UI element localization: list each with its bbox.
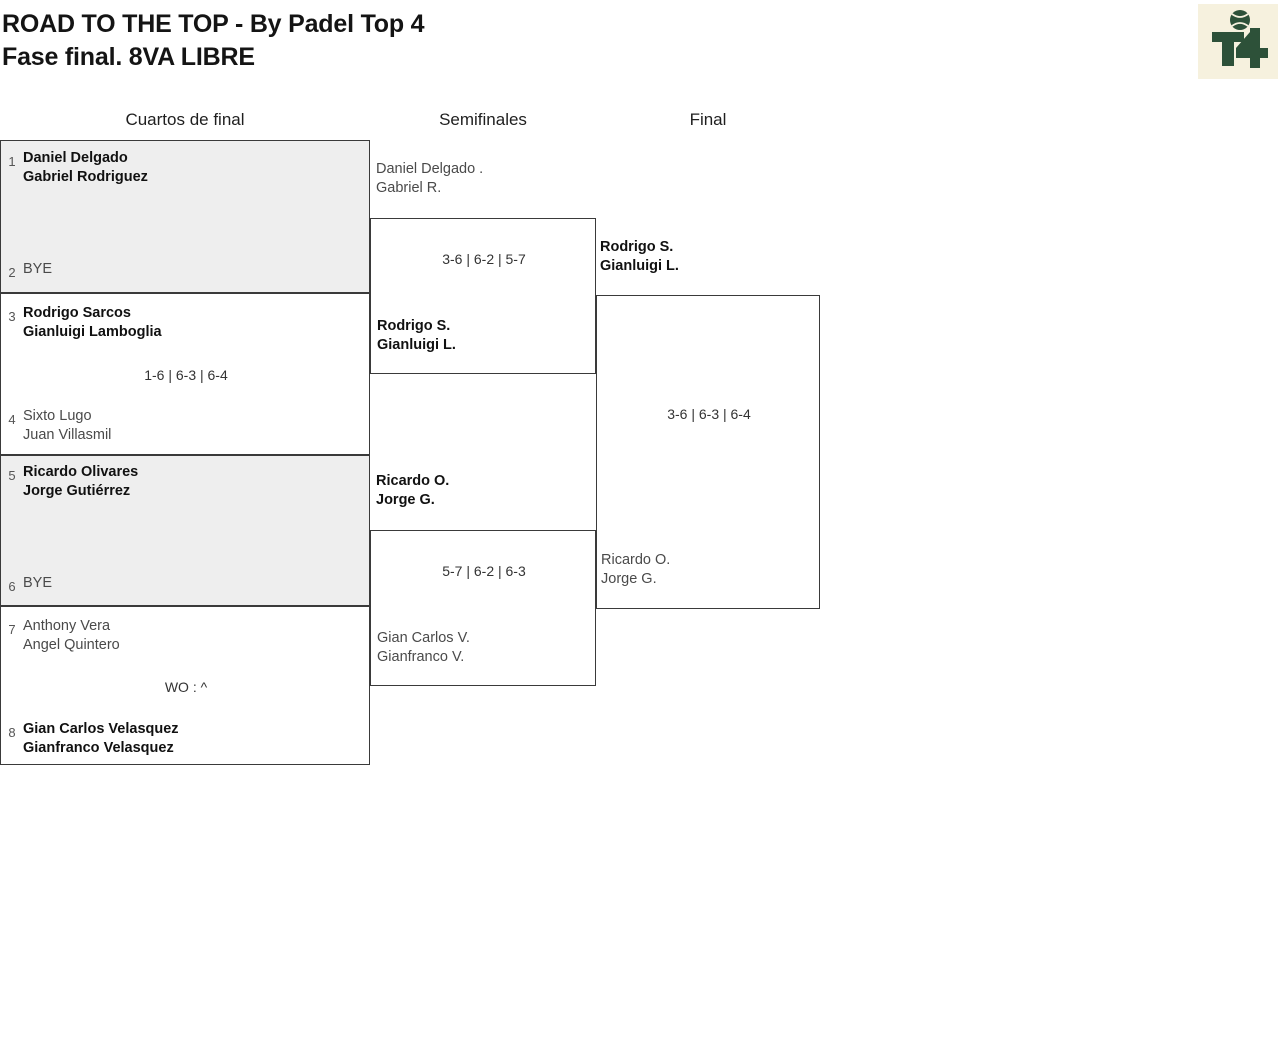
player-name-1: Ricardo Olivares [23, 464, 139, 480]
page-header: ROAD TO THE TOP - By Padel Top 4 Fase fi… [0, 0, 1280, 88]
player-name-1: Rodrigo S. [377, 318, 451, 334]
match-slot-team-top[interactable]: 5 Ricardo Olivares Jorge Gutiérrez [1, 463, 138, 500]
match-slot-team-top[interactable]: 7 Anthony Vera Angel Quintero [1, 617, 120, 654]
match-score: 1-6 | 6-3 | 6-4 [144, 367, 228, 383]
match-score: 3-6 | 6-2 | 5-7 [442, 251, 526, 267]
team-names: Gian Carlos V. Gianfranco V. [377, 629, 470, 666]
player-name-2: Gianfranco V. [377, 648, 465, 665]
team-names: Daniel Delgado . Gabriel R. [376, 160, 483, 197]
player-name-1: Sixto Lugo [23, 408, 92, 424]
match-final[interactable]: 3-6 | 6-3 | 6-4 Ricardo O. Jorge G. [596, 295, 820, 609]
player-name-1: Anthony Vera [23, 618, 111, 634]
player-name-1: Gian Carlos Velasquez [23, 721, 179, 737]
team-names: Daniel Delgado Gabriel Rodriguez [23, 149, 148, 186]
player-name-1: Gian Carlos V. [377, 630, 470, 646]
column-header-quarterfinals: Cuartos de final [125, 110, 245, 129]
seed-number: 2 [8, 265, 16, 280]
page-subtitle: Fase final. 8VA LIBRE [2, 43, 255, 71]
player-name-1: BYE [23, 261, 53, 277]
match-score: WO : ^ [164, 679, 208, 695]
semifinal-2-team-top[interactable]: Ricardo O. Jorge G. [376, 472, 449, 509]
team-names: Gian Carlos Velasquez Gianfranco Velasqu… [23, 720, 179, 757]
team-names: Anthony Vera Angel Quintero [23, 617, 120, 654]
column-header-final: Final [689, 110, 727, 129]
column-header-semifinals: Semifinales [439, 110, 527, 129]
player-name-2: Gianfranco Velasquez [23, 739, 174, 756]
match-slot-team-bottom[interactable]: 4 Sixto Lugo Juan Villasmil [1, 407, 111, 444]
match-slot-team-bottom[interactable]: 8 Gian Carlos Velasquez Gianfranco Velas… [1, 720, 179, 757]
player-name-2: Juan Villasmil [23, 426, 112, 443]
seed-number: 8 [8, 725, 16, 740]
team-names: Rodrigo Sarcos Gianluigi Lamboglia [23, 304, 162, 341]
team-names: Ricardo O. Jorge G. [601, 551, 670, 588]
match-slot-team-bottom[interactable]: Rodrigo S. Gianluigi L. [377, 317, 456, 354]
semifinal-1-team-top[interactable]: Daniel Delgado . Gabriel R. [376, 160, 483, 197]
match-quarterfinal-3[interactable]: 5 Ricardo Olivares Jorge Gutiérrez 6 BYE [0, 455, 370, 606]
seed-number: 7 [8, 622, 16, 637]
seed-number: 5 [8, 468, 16, 483]
player-name-1: Rodrigo Sarcos [23, 305, 131, 321]
match-score: 3-6 | 6-3 | 6-4 [667, 406, 751, 422]
page-title: ROAD TO THE TOP - By Padel Top 4 [2, 10, 425, 38]
team-names: Rodrigo S. Gianluigi L. [377, 317, 456, 354]
team-names: Ricardo O. Jorge G. [376, 472, 449, 509]
seed-number: 3 [8, 309, 16, 324]
team-names: Rodrigo S. Gianluigi L. [600, 238, 679, 275]
team-names: Sixto Lugo Juan Villasmil [23, 407, 111, 444]
match-slot-team-bottom[interactable]: 6 BYE [1, 574, 52, 594]
match-quarterfinal-4[interactable]: 7 Anthony Vera Angel Quintero WO : ^ 8 G… [0, 606, 370, 765]
match-slot-team-bottom[interactable]: Gian Carlos V. Gianfranco V. [377, 629, 470, 666]
player-name-1: Ricardo O. [601, 552, 671, 568]
team-names: BYE [23, 260, 52, 279]
final-team-top[interactable]: Rodrigo S. Gianluigi L. [600, 238, 679, 275]
player-name-1: BYE [23, 575, 53, 591]
tournament-title: ROAD TO THE TOP - By Padel Top 4 Fase fi… [2, 8, 425, 74]
player-name-2: Gianluigi L. [600, 257, 679, 274]
player-name-2: Gabriel R. [376, 179, 442, 196]
player-name-2: Jorge G. [601, 570, 657, 587]
match-score: 5-7 | 6-2 | 6-3 [442, 563, 526, 579]
player-name-2: Gianluigi Lamboglia [23, 323, 162, 340]
match-quarterfinal-2[interactable]: 3 Rodrigo Sarcos Gianluigi Lamboglia 1-6… [0, 293, 370, 455]
team-names: Ricardo Olivares Jorge Gutiérrez [23, 463, 138, 500]
seed-number: 6 [8, 579, 16, 594]
player-name-1: Daniel Delgado [23, 150, 128, 166]
match-quarterfinal-1[interactable]: 1 Daniel Delgado Gabriel Rodriguez 2 BYE [0, 140, 370, 293]
match-semifinal-1[interactable]: 3-6 | 6-2 | 5-7 Rodrigo S. Gianluigi L. [370, 218, 596, 374]
player-name-1: Ricardo O. [376, 473, 450, 489]
seed-number: 1 [8, 154, 16, 169]
player-name-2: Gianluigi L. [377, 336, 456, 353]
match-semifinal-2[interactable]: 5-7 | 6-2 | 6-3 Gian Carlos V. Gianfranc… [370, 530, 596, 686]
padel-top-4-logo [1198, 4, 1278, 79]
match-slot-team-top[interactable]: 1 Daniel Delgado Gabriel Rodriguez [1, 149, 148, 186]
match-slot-team-top[interactable]: 3 Rodrigo Sarcos Gianluigi Lamboglia [1, 304, 162, 341]
match-slot-team-bottom[interactable]: Ricardo O. Jorge G. [601, 551, 670, 588]
seed-number: 4 [8, 412, 16, 427]
player-name-2: Angel Quintero [23, 636, 120, 653]
player-name-1: Daniel Delgado . [376, 161, 484, 177]
player-name-2: Gabriel Rodriguez [23, 168, 148, 185]
player-name-2: Jorge G. [376, 491, 435, 508]
player-name-2: Jorge Gutiérrez [23, 482, 131, 499]
team-names: BYE [23, 574, 52, 593]
player-name-1: Rodrigo S. [600, 239, 674, 255]
match-slot-team-bottom[interactable]: 2 BYE [1, 260, 52, 280]
